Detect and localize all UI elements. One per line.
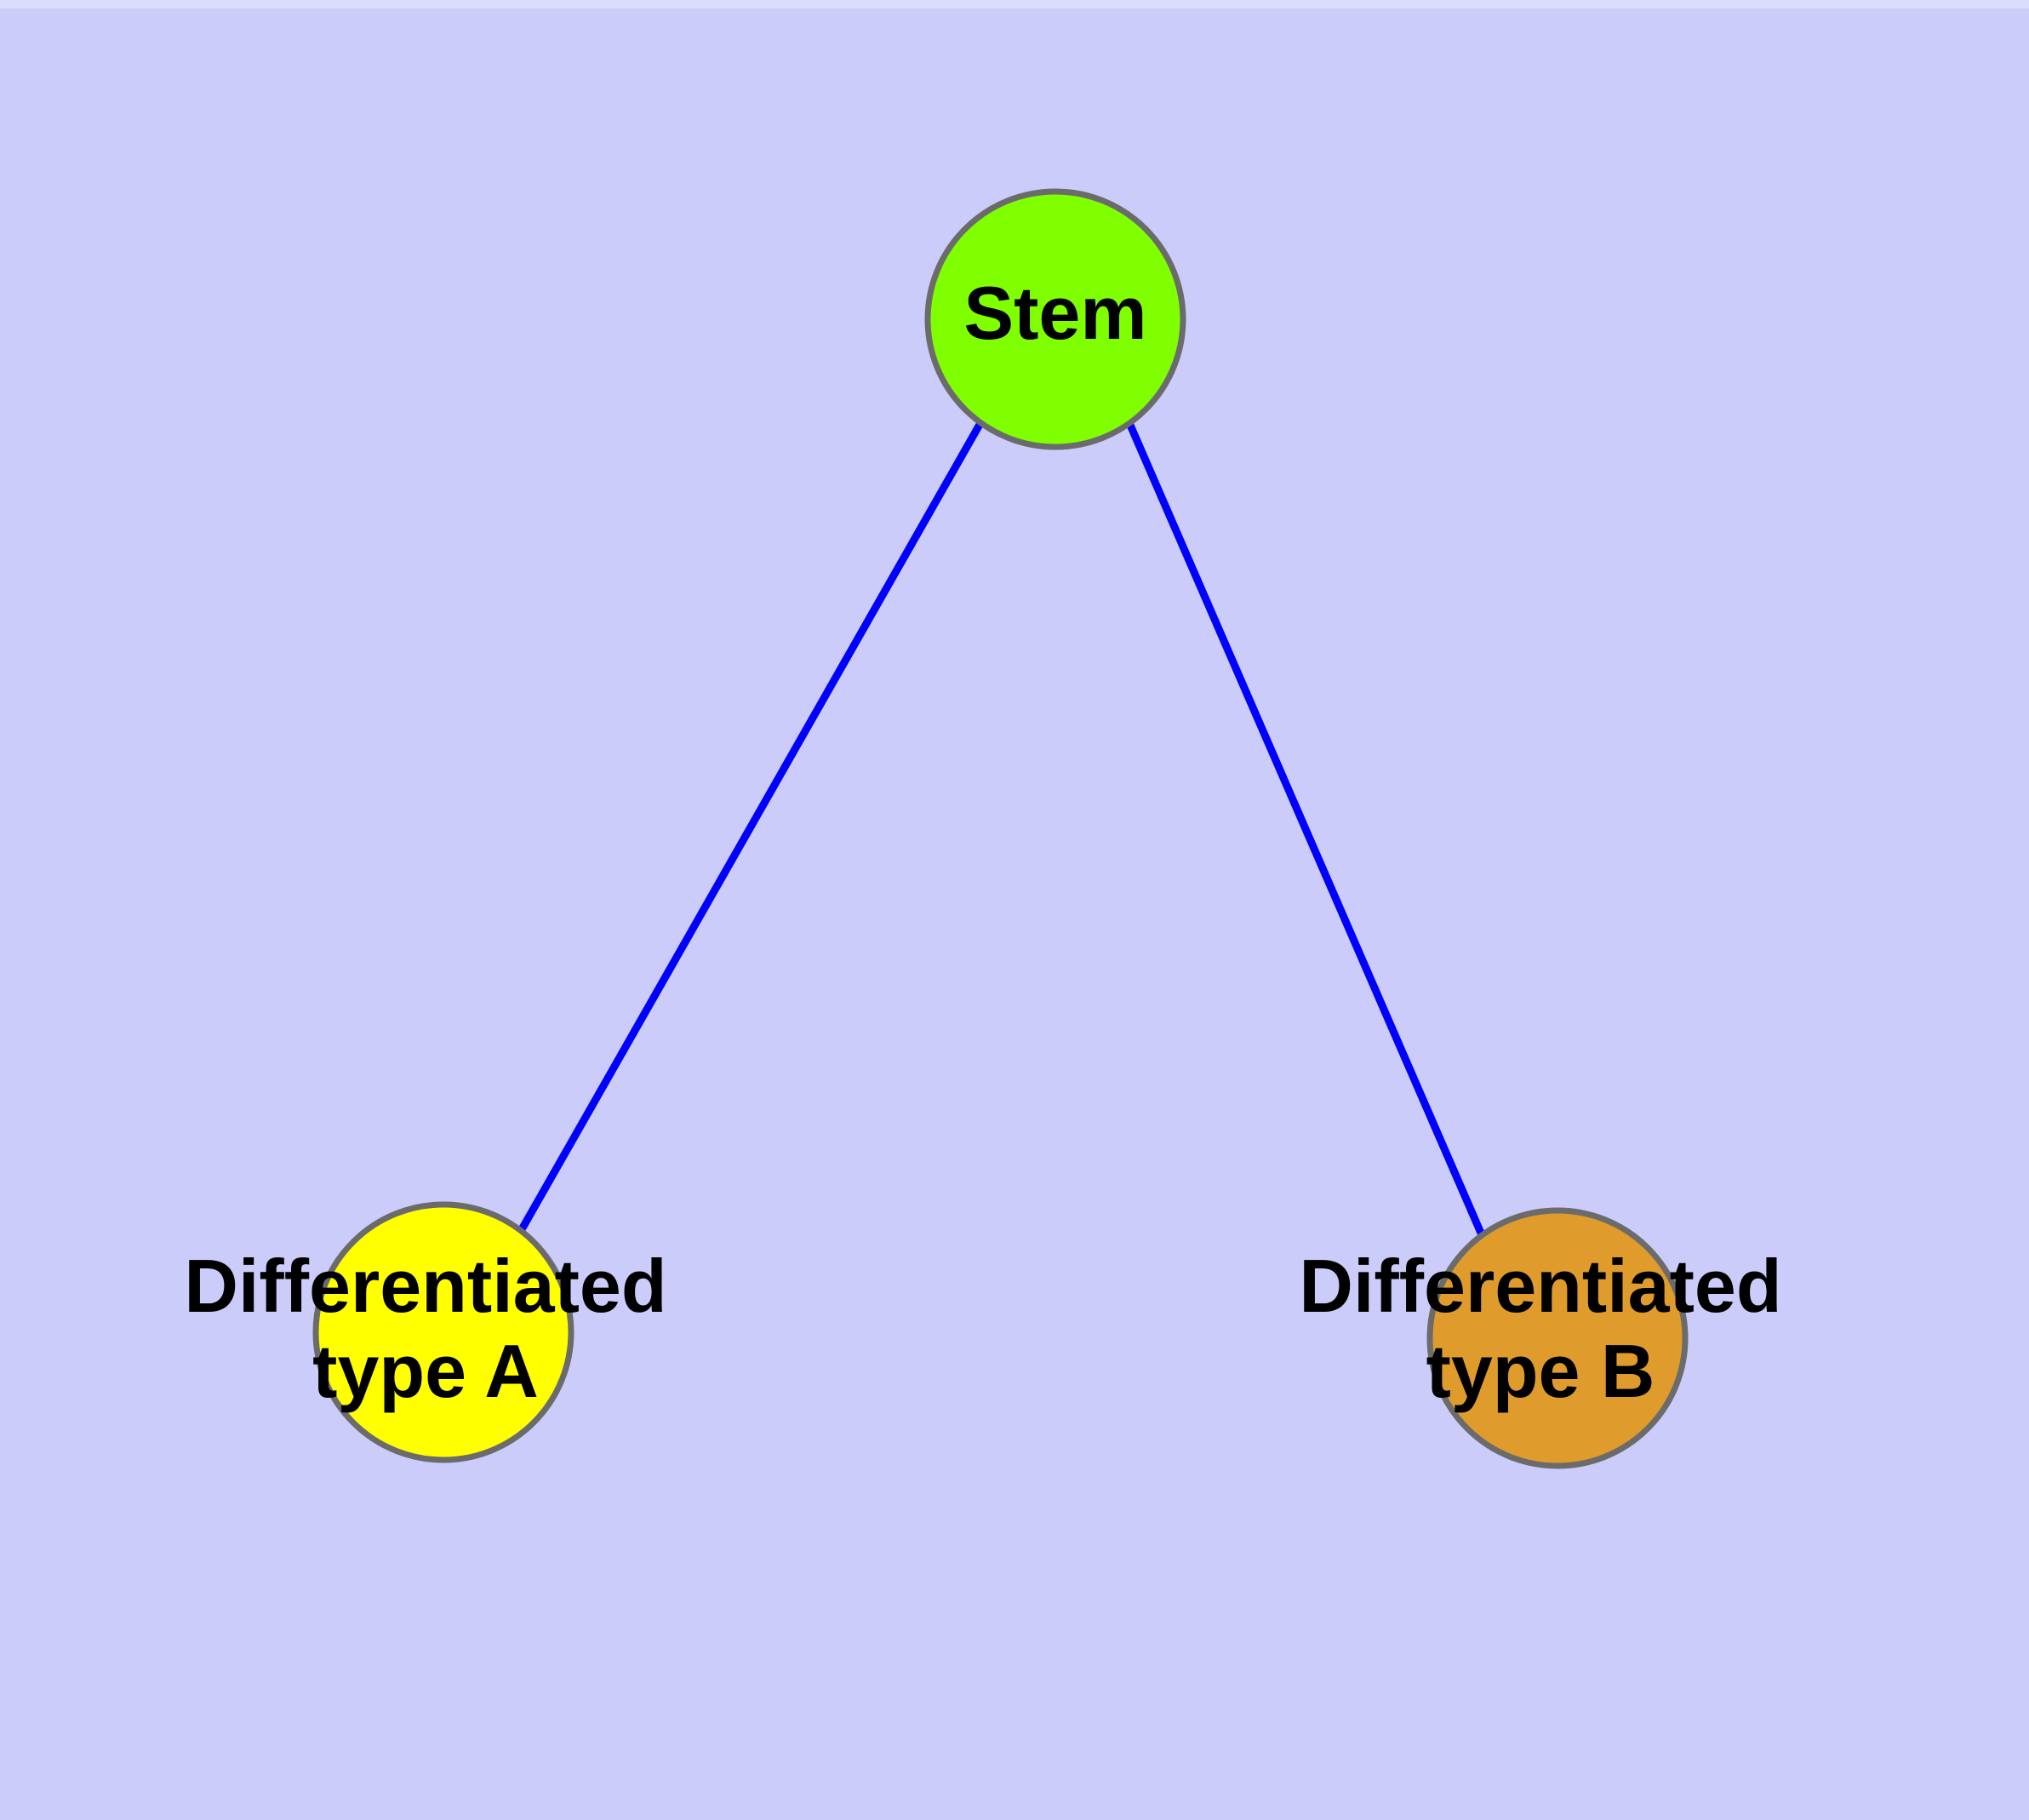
edges-layer	[517, 421, 1487, 1239]
graph-edge-stem-to-diff-a[interactable]	[517, 421, 984, 1233]
label-line: Differentiated	[184, 1244, 666, 1328]
label-line: Differentiated	[1299, 1244, 1781, 1328]
label-line: Stem	[963, 271, 1146, 355]
graph-node-stem[interactable]	[924, 188, 1186, 450]
graph-node-diff_a[interactable]	[312, 1201, 574, 1463]
graph-node-diff_b[interactable]	[1426, 1207, 1689, 1469]
nodes-layer	[312, 188, 1689, 1469]
label-line: type B	[1426, 1329, 1655, 1413]
graph-node-label-stem: Stem	[963, 271, 1146, 355]
graph-edge-stem-to-diff-b[interactable]	[1125, 421, 1487, 1239]
label-line: type A	[312, 1329, 539, 1413]
